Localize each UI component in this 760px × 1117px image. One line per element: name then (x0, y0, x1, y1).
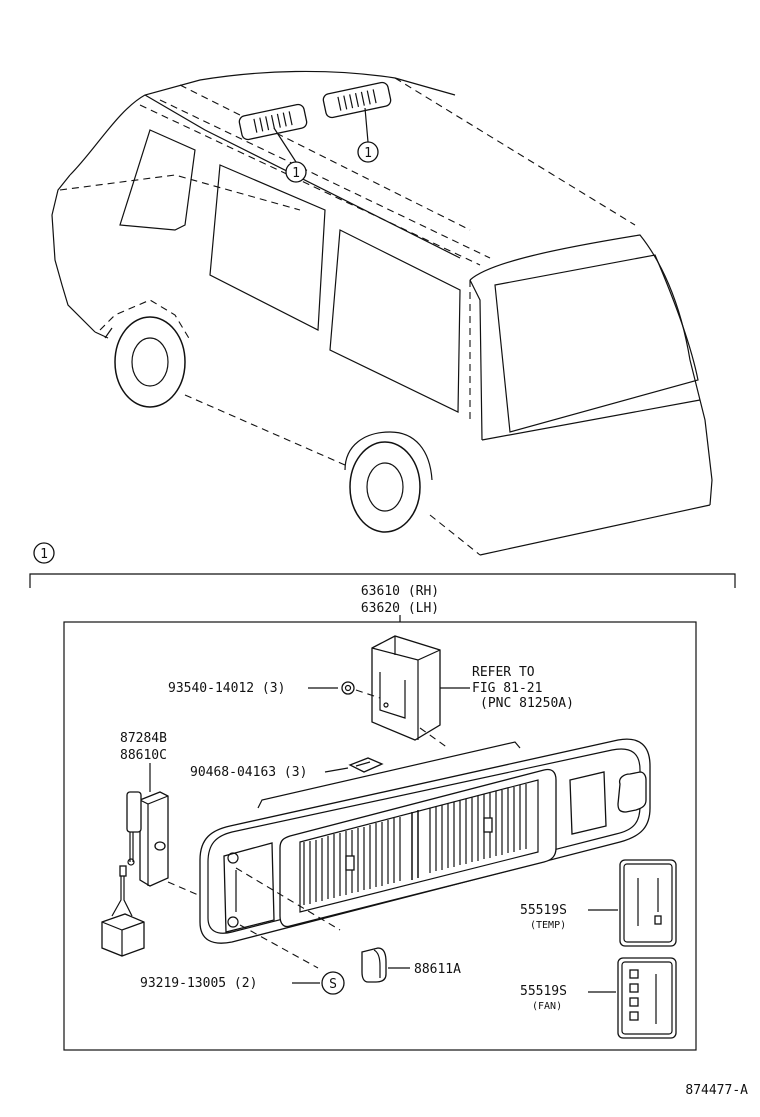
screw-icon (341, 681, 355, 695)
temp-panel (619, 859, 677, 947)
section-marker: 1 (33, 542, 55, 564)
fan-panel (617, 957, 677, 1039)
figure-id: 874477-A (685, 1083, 748, 1098)
duct-box (371, 635, 441, 741)
assembly-lh: 63620 (LH) (361, 601, 439, 616)
vent-panel (199, 738, 651, 944)
svg-text:S: S (329, 977, 337, 992)
part-switch-bottom: 88610C (120, 748, 167, 763)
part-clip-label: 90468-04163 (3) (190, 765, 307, 780)
svg-text:1: 1 (364, 146, 372, 161)
roof-vent-left (238, 103, 308, 141)
refer-line1: REFER TO (472, 665, 535, 680)
callout-left: 1 (285, 161, 307, 183)
part-temp-sub: (TEMP) (530, 920, 566, 931)
svg-text:1: 1 (292, 166, 300, 181)
part-screw2-label: 93219-13005 (2) (140, 976, 257, 991)
assembly-frame (63, 621, 697, 1051)
part-screw-label: 93540-14012 (3) (168, 681, 285, 696)
part-temp-number: 55519S (520, 903, 567, 918)
svg-text:1: 1 (40, 547, 48, 562)
switch-assembly (101, 791, 169, 957)
screw2-symbol: S (321, 971, 345, 995)
refer-line3: (PNC 81250A) (480, 696, 574, 711)
van-illustration: 1 1 (51, 70, 713, 556)
roof-vent-right (322, 81, 392, 119)
refer-line2: FIG 81-21 (472, 681, 542, 696)
clip-icon (348, 757, 384, 773)
part-fan-number: 55519S (520, 984, 567, 999)
knob-icon (361, 947, 387, 983)
section-bracket (29, 573, 736, 588)
callout-right: 1 (357, 141, 379, 163)
assembly-rh: 63610 (RH) (361, 584, 439, 599)
part-switch-top: 87284B (120, 731, 167, 746)
part-knob-label: 88611A (414, 962, 461, 977)
part-fan-sub: (FAN) (532, 1001, 562, 1012)
